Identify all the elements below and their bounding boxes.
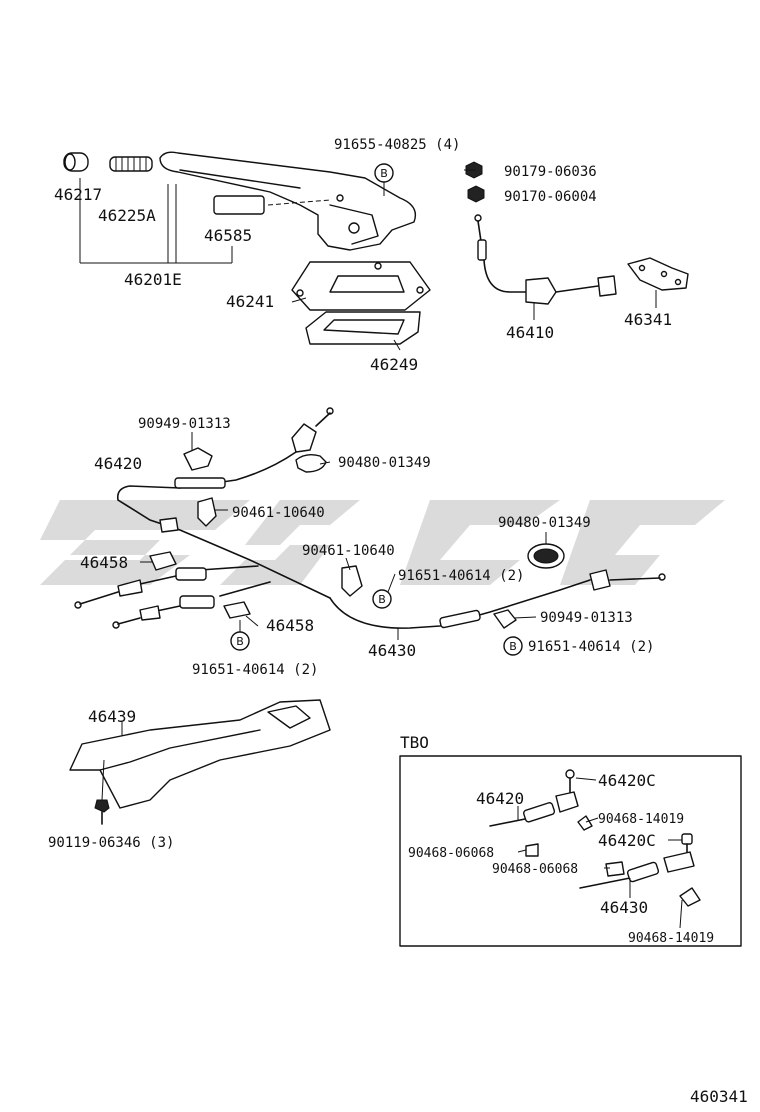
label-90468-c: 90468-06068 xyxy=(492,862,578,877)
callout-b-91651-a: B xyxy=(372,589,392,609)
clip-90949-b xyxy=(493,609,517,629)
seal-46249 xyxy=(305,311,421,345)
svg-text:B: B xyxy=(509,640,517,653)
cable-46430 xyxy=(329,569,666,629)
spring-46225a xyxy=(109,156,153,172)
leader-46201e xyxy=(79,178,233,264)
cable-branches-left xyxy=(74,565,271,629)
inset-tbo xyxy=(399,755,742,947)
cable-46420 xyxy=(116,407,334,599)
bracket-46458-a xyxy=(149,551,177,571)
label-91651-b: 91651-40614 (2) xyxy=(528,639,654,655)
label-90179: 90179-06036 xyxy=(504,164,597,180)
svg-text:B: B xyxy=(380,167,388,180)
console-46241 xyxy=(291,261,431,311)
label-46341: 46341 xyxy=(624,310,672,329)
nut-90170 xyxy=(467,185,485,203)
callout-b-91655: B xyxy=(374,163,394,196)
label-46225a: 46225A xyxy=(98,206,156,225)
label-46420c-b: 46420C xyxy=(598,831,656,850)
clip-90461-a xyxy=(197,497,217,527)
label-46458-b: 46458 xyxy=(266,616,314,635)
callout-b-91651-c: B xyxy=(230,620,250,651)
label-90468-a: 90468-14019 xyxy=(598,812,684,827)
label-46458-a: 46458 xyxy=(80,553,128,572)
label-46430-inset: 46430 xyxy=(600,898,648,917)
leaders xyxy=(121,169,683,929)
label-46439: 46439 xyxy=(88,707,136,726)
label-46420-inset: 46420 xyxy=(476,789,524,808)
part-labels: 46217 46225A 46585 46201E 91655-40825 (4… xyxy=(48,137,748,1106)
label-90468-d: 90468-14019 xyxy=(628,931,714,946)
inset-title: TBO xyxy=(400,733,429,752)
label-91655: 91655-40825 (4) xyxy=(334,137,460,153)
callout-b-91651-b: B xyxy=(503,636,523,656)
label-90468-b: 90468-06068 xyxy=(408,846,494,861)
label-46249: 46249 xyxy=(370,355,418,374)
bracket-46458-b xyxy=(223,601,251,619)
label-90480-b: 90480-01349 xyxy=(498,515,591,531)
label-46410: 46410 xyxy=(506,323,554,342)
label-90461-b: 90461-10640 xyxy=(302,543,395,559)
label-90461-a: 90461-10640 xyxy=(232,505,325,521)
label-46420c-a: 46420C xyxy=(598,771,656,790)
clip-90461-b xyxy=(341,565,363,597)
grommet-90480-b xyxy=(527,543,565,569)
label-46430: 46430 xyxy=(368,641,416,660)
grommet-90480-a xyxy=(295,453,327,473)
label-90170: 90170-06004 xyxy=(504,189,597,205)
cover-46585 xyxy=(213,195,265,215)
label-91651-a: 91651-40614 (2) xyxy=(398,568,524,584)
label-46217: 46217 xyxy=(54,185,102,204)
diagram-code: 460341 xyxy=(690,1087,748,1106)
equalizer-46341 xyxy=(627,257,689,291)
label-46201e: 46201E xyxy=(124,270,182,289)
label-90119: 90119-06346 (3) xyxy=(48,835,174,851)
label-91651-c: 91651-40614 (2) xyxy=(192,662,318,678)
label-46241: 46241 xyxy=(226,292,274,311)
bolt-90119 xyxy=(94,799,110,825)
svg-text:B: B xyxy=(378,593,386,606)
watermark-logo xyxy=(40,500,725,585)
label-46420: 46420 xyxy=(94,454,142,473)
label-90949-b: 90949-01313 xyxy=(540,610,633,626)
insulator-46439 xyxy=(69,699,331,809)
cable-46410 xyxy=(474,214,617,305)
label-90480-a: 90480-01349 xyxy=(338,455,431,471)
svg-text:B: B xyxy=(236,635,244,648)
brake-lever xyxy=(159,151,417,251)
label-46585: 46585 xyxy=(204,226,252,245)
clip-90949-a xyxy=(183,447,213,471)
label-90949-a: 90949-01313 xyxy=(138,416,231,432)
grip-46217 xyxy=(63,152,89,172)
